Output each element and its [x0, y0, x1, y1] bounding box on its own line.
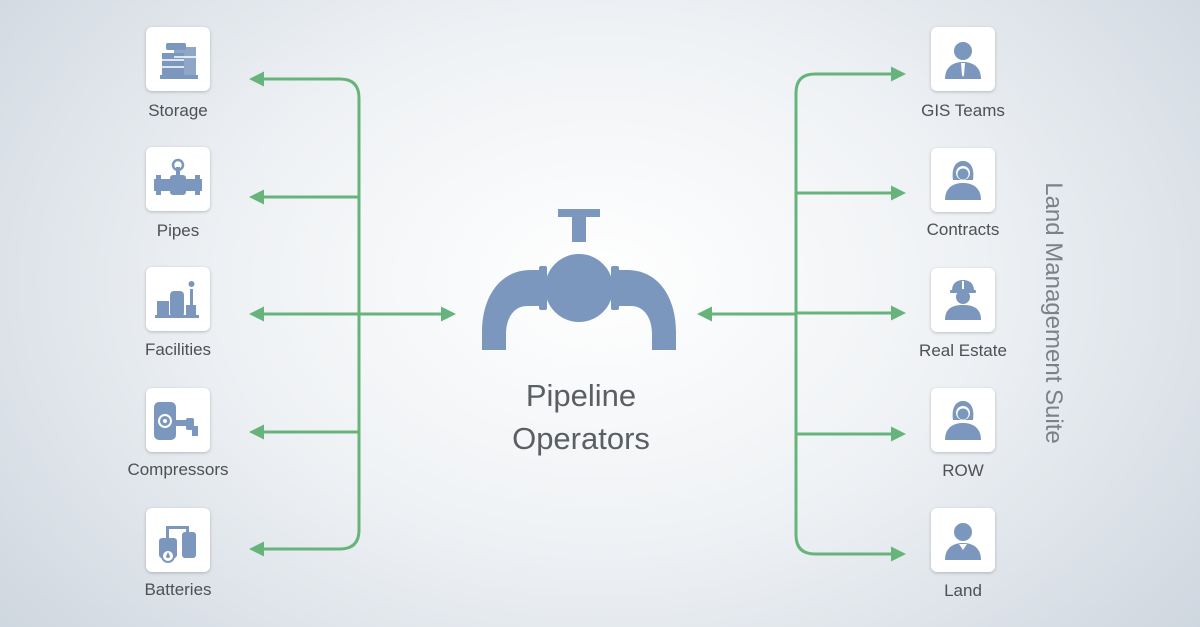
gis-teams-label: GIS Teams — [921, 101, 1005, 120]
row-tile[interactable] — [931, 388, 995, 452]
real-estate-label: Real Estate — [919, 341, 1007, 360]
real-estate-tile[interactable] — [931, 268, 995, 332]
center-title: Pipeline Operators — [481, 374, 681, 460]
storage-tile[interactable] — [146, 27, 210, 91]
compressor-icon — [154, 402, 198, 440]
compressors-tile[interactable] — [146, 388, 210, 452]
battery-tanks-icon — [159, 526, 196, 563]
storage-label: Storage — [148, 101, 208, 120]
businessman-icon — [945, 42, 981, 79]
pipe-valve-icon — [154, 158, 202, 195]
pipes-tile[interactable] — [146, 147, 210, 211]
facility-icon — [155, 281, 199, 318]
worker-hardhat-icon — [945, 280, 981, 320]
facilities-label: Facilities — [144, 340, 212, 359]
row-label: ROW — [942, 461, 984, 480]
center-title-line2: Operators — [512, 421, 650, 456]
batteries-label: Batteries — [144, 580, 212, 599]
land-tile[interactable] — [931, 508, 995, 572]
woman-icon — [945, 401, 981, 440]
contracts-tile[interactable] — [931, 148, 995, 212]
center-title-line1: Pipeline — [525, 378, 637, 413]
compressors-label: Compressors — [127, 460, 229, 479]
woman-icon — [945, 161, 981, 200]
suite-title: Land Management Suite — [1040, 182, 1067, 444]
contracts-label: Contracts — [926, 220, 1000, 239]
person-icon — [945, 523, 981, 560]
facilities-tile[interactable] — [146, 267, 210, 331]
storage-tanks-icon — [160, 43, 198, 79]
land-label: Land — [944, 581, 982, 600]
valve-pipe-icon — [482, 209, 676, 350]
batteries-tile[interactable] — [146, 508, 210, 572]
pipes-label: Pipes — [156, 221, 200, 240]
gis-teams-tile[interactable] — [931, 27, 995, 91]
